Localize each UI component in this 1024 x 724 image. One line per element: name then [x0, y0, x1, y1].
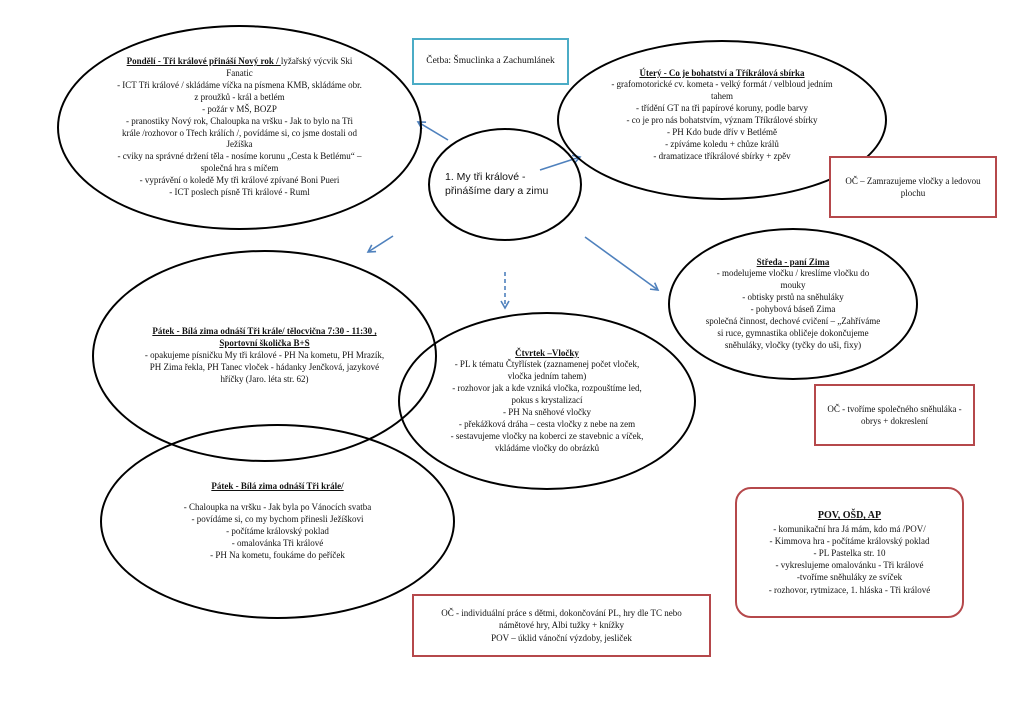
friday2-line: - PH Na kometu, foukáme do peříček [210, 549, 345, 560]
tuesday-oc-box: OČ – Zamrazujeme vločky a ledovou plochu [829, 156, 997, 218]
thursday-title: Čtvrtek –Vločky [515, 347, 579, 358]
friday2-line: - Chaloupka na vršku - Jak byla po Vánoc… [183, 502, 372, 513]
friday2-node: Pátek - Bílá zima odnáší Tři krále/ - Ch… [100, 424, 455, 619]
tuesday-line: - grafomotorické cv. kometa - velký form… [611, 79, 833, 102]
bottom-oc-line: OČ - individuální práce s dětmi, dokončo… [441, 608, 682, 631]
pov-line: - PL Pastelka str. 10 [813, 548, 886, 559]
wednesday-line: - pohybová báseň Zima [750, 304, 836, 314]
friday2-line: - počítáme královský poklad [226, 526, 329, 536]
monday-line: - ICT poslech písně Tři králové - Ruml [169, 186, 310, 197]
pov-line: -tvoříme sněhuláky ze svíček [796, 572, 903, 583]
monday-day: Pondělí [126, 56, 156, 67]
monday-title: Pondělí - Tři králové přináší Nový rok /… [117, 56, 362, 80]
pov-line: - komunikační hra Já mám, kdo má /POV/ [773, 523, 926, 534]
center-title: 1. My tři králové - přinášíme dary a zim… [445, 170, 549, 197]
arrow-to-wednesday [584, 236, 660, 291]
arrow-to-friday1 [366, 235, 394, 253]
friday1-line: - opakujeme písničku My tři králové - PH… [144, 350, 385, 384]
pov-line: - rozhovor, rytmizace, 1. hláska - Tři k… [768, 584, 931, 595]
monday-line: - vyprávění o koledě My tři králové zpív… [139, 175, 340, 185]
reading-box-text: Četba: Šmuclinka a Zachumlánek [426, 56, 555, 67]
friday2-title: Pátek - Bílá zima odnáší Tři krále/ [211, 481, 344, 492]
monday-node: Pondělí - Tři králové přináší Nový rok /… [57, 25, 422, 230]
tuesday-line: - PH Kdo bude dřív v Betlémě [667, 126, 777, 137]
monday-line: - pranostiky Nový rok, Chaloupka na vršk… [121, 115, 358, 150]
tuesday-oc-text: OČ – Zamrazujeme vločky a ledovou plochu [845, 175, 981, 198]
tuesday-line: - dramatizace tříkrálové sbírky + zpěv [653, 150, 791, 161]
wednesday-oc-box: OČ - tvoříme společného sněhuláka - obry… [814, 384, 975, 446]
wednesday-node: Středa - paní Zima - modelujeme vločku /… [668, 228, 918, 380]
tuesday-line: - co je pro nás bohatstvím, význam Tříkr… [626, 115, 818, 125]
pov-line: - vykreslujeme omalovánku - Tři králové [775, 560, 924, 571]
center-node: 1. My tři králové - přinášíme dary a zim… [428, 128, 582, 241]
wednesday-line: - modelujeme vločku / kreslíme vločku do… [716, 268, 870, 291]
monday-topic: - Tři králové přináší Nový rok / [155, 56, 281, 67]
bottom-oc-line: POV – úklid vánoční výzdoby, jesliček [491, 632, 632, 643]
monday-line: - cviky na správné držení těla - nosíme … [117, 151, 362, 174]
thursday-line: - PH Na sněhové vločky [503, 406, 591, 417]
wednesday-line: společná činnost, dechové cvičení – „Zah… [705, 315, 881, 350]
monday-line: - ICT Tři králové / skládáme víčka na pí… [117, 80, 362, 102]
arrow-to-monday [416, 121, 449, 141]
pov-title: POV, OŠD, AP [817, 510, 882, 522]
pov-line: - Kimmova hra - počítáme královský pokla… [769, 535, 930, 546]
pov-box: POV, OŠD, AP - komunikační hra Já mám, k… [735, 487, 964, 618]
monday-line: - požár v MŠ, BOZP [202, 103, 277, 114]
wednesday-oc-text: OČ - tvoříme společného sněhuláka - obry… [827, 403, 962, 426]
tuesday-node: Úterý - Co je bohatství a Tříkrálová sbí… [557, 40, 887, 200]
friday2-line: - povídáme si, co my bychom přinesli Jež… [191, 514, 364, 525]
monday-title-rest: lyžařský výcvik Ski Fanatic [226, 56, 353, 79]
tuesday-title: Úterý - Co je bohatství a Tříkrálová sbí… [639, 67, 805, 78]
friday1-title: Pátek - Bílá zima odnáší Tři krále/ tělo… [152, 326, 377, 349]
wednesday-title: Středa - paní Zima [756, 256, 830, 267]
tuesday-line: - třídění GT na tři papírové koruny, pod… [636, 103, 808, 114]
thursday-node: Čtvrtek –Vločky - PL k tématu Čtyřlístek… [398, 312, 696, 490]
thursday-line: - PL k tématu Čtyřlístek (zaznamenej poč… [454, 359, 640, 382]
thursday-line: - rozhovor jak a kde vzniká vločka, rozp… [452, 383, 642, 406]
tuesday-line: - zpíváme koledu + chůze králů [665, 138, 779, 149]
wednesday-line: - obtisky prstů na sněhuláky [742, 292, 844, 303]
thursday-line: - překážková dráha – cesta vločky z nebe… [458, 418, 636, 429]
thursday-line: - sestavujeme vločky na koberci ze stave… [450, 430, 644, 453]
friday2-line: - omalovánka Tři králové [231, 537, 324, 548]
reading-box: Četba: Šmuclinka a Zachumlánek [412, 38, 569, 85]
bottom-oc-box: OČ - individuální práce s dětmi, dokončo… [412, 594, 711, 657]
